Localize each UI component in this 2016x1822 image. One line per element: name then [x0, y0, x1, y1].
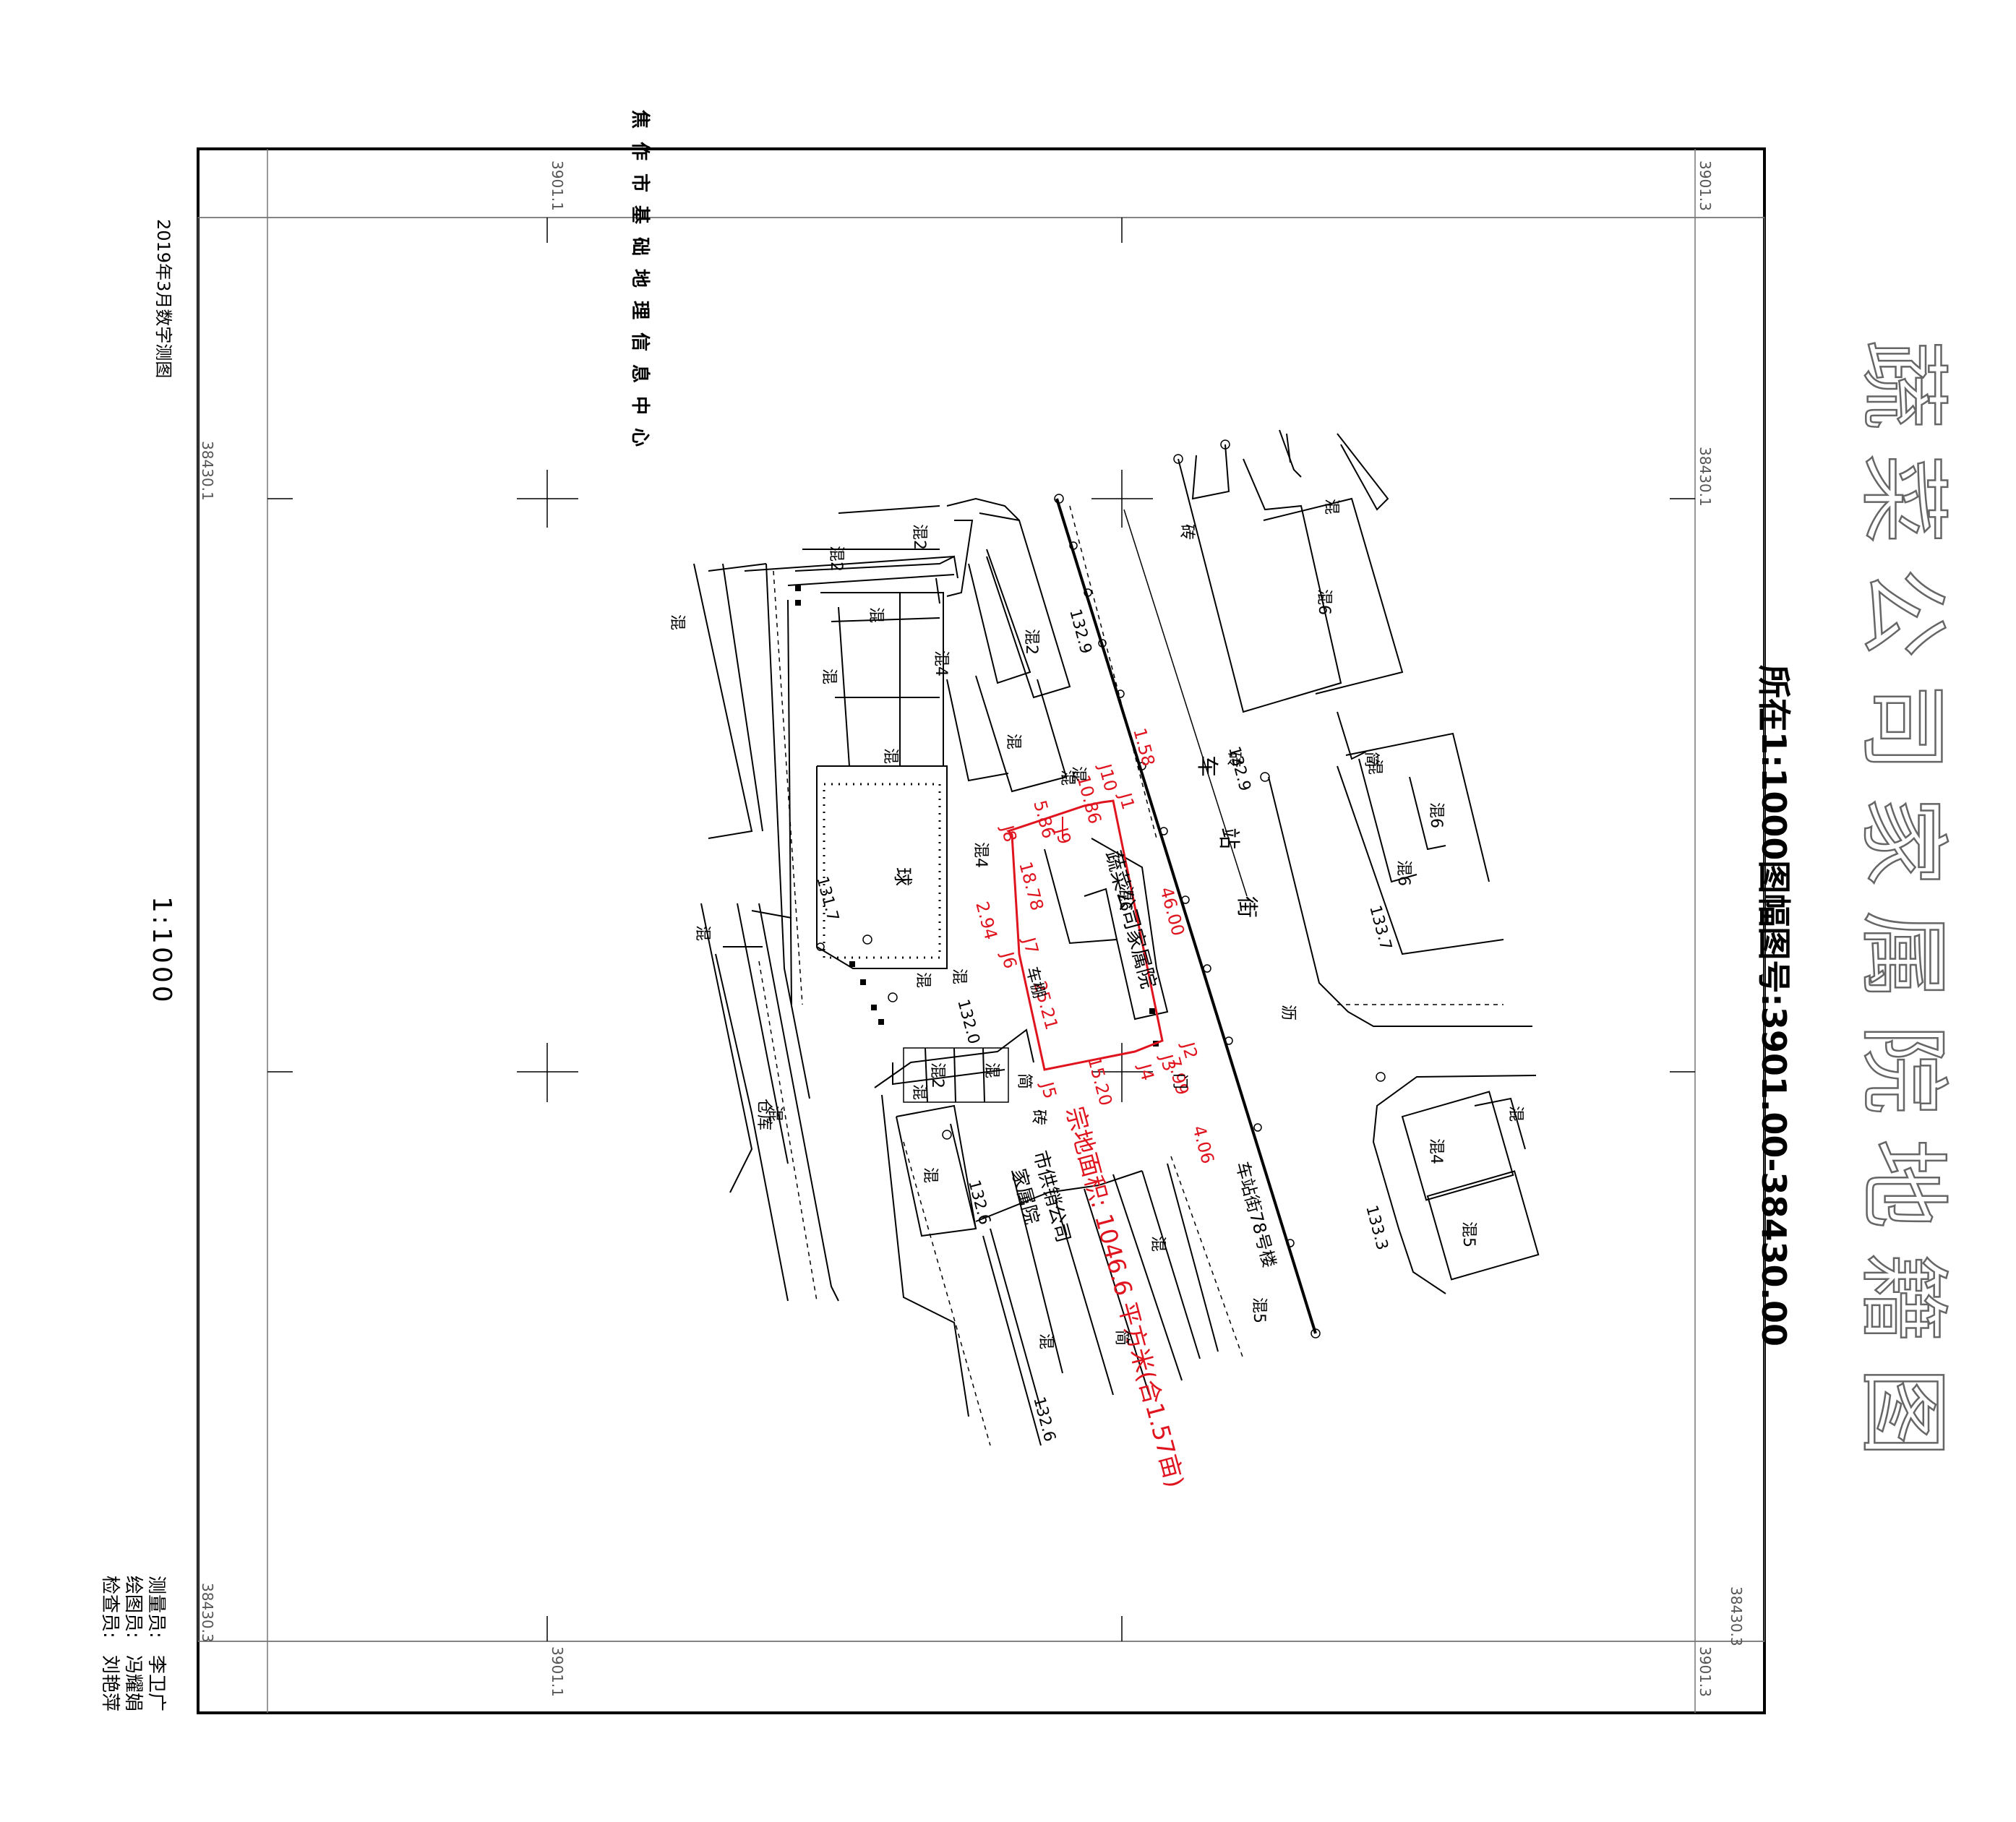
edge-length-j7-j8: 18.78 — [1015, 859, 1047, 913]
point-label-j8: J8 — [997, 822, 1021, 844]
point-label-j6: J6 — [997, 948, 1021, 971]
street-name-2: 站 — [1216, 828, 1241, 849]
map-title: 蔬菜公司家属院地籍图 — [1850, 340, 1955, 1482]
building-label-mix2-nw: 混2 — [910, 524, 928, 550]
building-label-mix-1: 混 — [867, 607, 885, 623]
coord-right-upper: 38430.1 — [1697, 447, 1714, 507]
map-scale: 1:1000 — [147, 896, 176, 1005]
map-subtitle: 所在1:1000图幅图号:3901.00-38430.00 — [1754, 665, 1793, 1346]
building-label-simple-2: 简 — [1112, 1330, 1131, 1346]
building-label-mix6-e1: 混6 — [1427, 802, 1445, 828]
building-label-mix2-s: 混2 — [928, 1062, 946, 1088]
point-label-j4: J4 — [1134, 1060, 1158, 1083]
parcel-name: 蔬菜公司家属院 — [1101, 848, 1161, 991]
court-label: 球 — [891, 867, 913, 886]
building-label-simple-3: 简 — [1015, 1073, 1033, 1089]
building-label-mix4-e: 混4 — [1427, 1138, 1445, 1164]
building-label-mix5-s: 混5 — [1250, 1297, 1268, 1323]
coord-bottom-right: 3901.3 — [1697, 1646, 1714, 1697]
elevation-1: 132.9 — [1065, 607, 1094, 656]
building-label-mix2-c: 混2 — [1022, 629, 1040, 655]
street-name-3: 街 — [1234, 896, 1259, 918]
coord-top-right: 3901.3 — [1697, 160, 1714, 211]
checker-name: 刘艳萍 — [99, 1655, 121, 1711]
building-label-brick-3: 砖 — [1029, 1109, 1047, 1125]
street-furniture-symbols — [816, 439, 1386, 1338]
street-address: 车站街78号楼 — [1232, 1159, 1279, 1270]
point-label-j1: J1 — [1115, 789, 1138, 812]
point-label-j7: J7 — [1018, 934, 1042, 956]
building-label-gate: 门 — [1170, 1073, 1188, 1089]
building-label-mix-3: 混 — [881, 748, 899, 764]
building-label-mix-16: 混 — [950, 968, 968, 984]
parcel-area: 宗地面积: 1046.6 平方米(合1.57亩) — [1060, 1104, 1189, 1490]
point-label-j5: J5 — [1037, 1078, 1060, 1101]
building-label-mix-7: 混 — [668, 614, 686, 630]
surveyor-name: 李卫广 — [145, 1655, 167, 1711]
building-label-mix-18: 混 — [982, 1062, 1000, 1078]
building-label-mix4-c: 混4 — [971, 842, 990, 868]
shed-label: 车棚 — [1022, 965, 1048, 1000]
building-label-mix6-parcel: 混6 — [1116, 885, 1134, 911]
drafter-label: 绘图员: — [122, 1576, 144, 1638]
building-label-mix-11: 混 — [1149, 1236, 1167, 1252]
court-outline — [823, 783, 941, 959]
elevation-5: 132.0 — [953, 997, 982, 1046]
building-label-mix2-n: 混2 — [827, 546, 845, 572]
building-label-mix-8: 混 — [693, 925, 711, 941]
building-label-mix6-e2: 混6 — [1394, 860, 1412, 886]
elevation-8: 133.3 — [1362, 1203, 1391, 1252]
parcel-boundary — [1006, 799, 1164, 1071]
building-label-mix-6: 混 — [1058, 770, 1076, 786]
building-label-mix-12: 混 — [1037, 1333, 1055, 1349]
building-label-mix5-e: 混5 — [1459, 1221, 1477, 1247]
grid-crosses — [267, 218, 1695, 1641]
building-label-simple-1: 简 — [1362, 752, 1380, 768]
building-label-mix-5: 混 — [1069, 766, 1087, 782]
edge-length-south: 4.06 — [1188, 1123, 1218, 1166]
building-label-brick-2: 砖 — [1224, 752, 1243, 768]
survey-date: 2019年3月数字测图 — [153, 219, 173, 378]
asphalt-label: 沥 — [1279, 1005, 1297, 1020]
checker-label: 检查员: — [99, 1576, 121, 1638]
map-dashed-lines — [758, 505, 1504, 1446]
warehouse-label: 仓库 — [755, 1099, 773, 1130]
building-label-mix6-ne: 混6 — [1315, 589, 1333, 615]
building-label-mix-9: 混 — [765, 1106, 784, 1122]
building-label-brick-1: 砖 — [1178, 524, 1196, 540]
coord-top-left: 3901.1 — [549, 160, 566, 211]
building-label-mix-4: 混 — [1004, 734, 1022, 749]
coord-right-lower: 38430.3 — [1728, 1586, 1745, 1646]
street-name-1: 车 — [1194, 755, 1219, 777]
building-label-mix-2: 混 — [820, 669, 838, 684]
edge-length-north: 1.58 — [1129, 726, 1159, 768]
building-label-mix-14: 混 — [1365, 759, 1384, 775]
map-linework — [693, 429, 1540, 1446]
coord-bottom-left: 3901.1 — [549, 1646, 566, 1697]
organization-name: 焦作市基础地理信息中心 — [629, 110, 651, 460]
edge-length-j4-j5: 15.20 — [1084, 1054, 1116, 1108]
building-label-mix4-w: 混4 — [932, 650, 950, 676]
building-label-mix-15: 混 — [1506, 1106, 1524, 1122]
coord-left-lower: 38430.3 — [199, 1583, 216, 1643]
building-label-mix-19: 混 — [910, 1084, 928, 1100]
edge-length-j8-j9: 5.86 — [1029, 798, 1059, 841]
elevation-3: 133.7 — [1365, 903, 1394, 952]
surveyor-label: 测量员: — [145, 1576, 167, 1638]
building-label-mix-10: 混 — [921, 1167, 939, 1183]
building-label-mix-17: 混 — [914, 972, 932, 988]
point-label-j10: J10 — [1094, 760, 1121, 794]
edge-length-wall: 2.94 — [971, 899, 1001, 942]
building-label-mix-13: 混 — [1322, 499, 1340, 515]
drafter-name: 冯耀娟 — [122, 1655, 144, 1711]
coord-left-upper: 38430.1 — [199, 441, 216, 501]
